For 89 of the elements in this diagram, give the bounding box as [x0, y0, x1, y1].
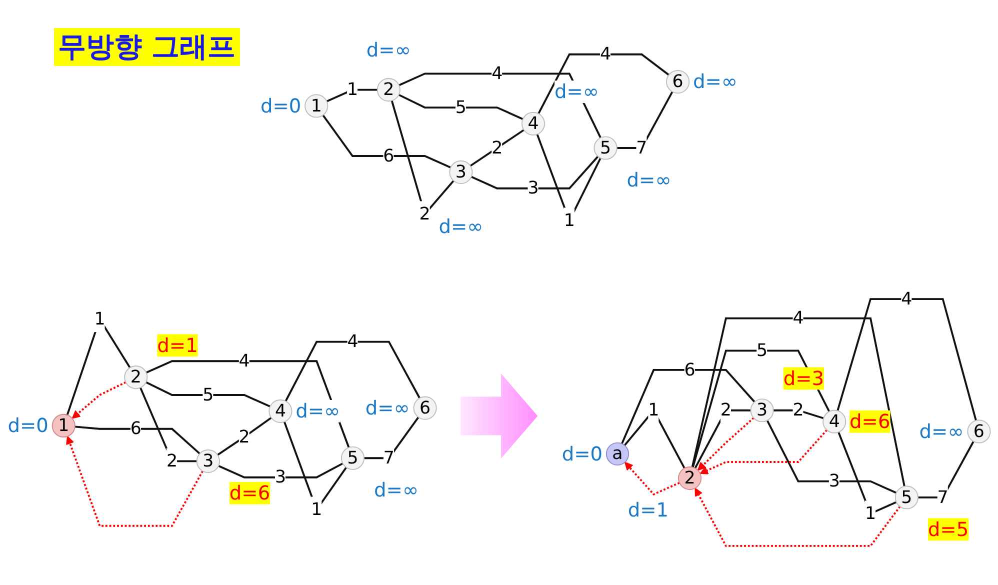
edge-label: 2 [720, 400, 732, 421]
distance-label: d=0 [260, 94, 302, 118]
edge-label: 3 [828, 471, 840, 492]
edge-label: 1 [864, 504, 876, 524]
edge-label: 3 [274, 467, 286, 488]
edge-label: 2 [492, 138, 503, 158]
distance-label: d=1 [628, 498, 669, 522]
connector [146, 382, 271, 408]
edge-label: 4 [792, 308, 804, 329]
edge-label: 6 [684, 360, 696, 380]
edge-label: 5 [455, 98, 466, 118]
distance-label: d=3 [783, 367, 824, 390]
connector [470, 156, 599, 190]
connector [218, 462, 344, 478]
node-circle: 4 [822, 410, 846, 434]
distance-label: d=∞ [693, 70, 738, 94]
distance-label: d=∞ [366, 38, 411, 62]
connector [836, 298, 977, 421]
edge-label: 3 [528, 178, 539, 199]
edge-label: 1 [311, 500, 322, 520]
distance-label: d=5 [928, 518, 969, 541]
edge-label: 4 [347, 332, 358, 352]
arrow [624, 462, 680, 496]
edge-label: 6 [383, 146, 394, 166]
edge-label: 2 [166, 451, 178, 472]
edge-label: 2 [238, 426, 250, 448]
arrow [700, 430, 828, 474]
distance-label: d=∞ [919, 420, 964, 444]
distance-label: d=1 [157, 334, 198, 357]
node-circle: 4 [521, 112, 546, 136]
connector [284, 340, 420, 402]
node-circle: a [606, 442, 630, 466]
node-circle: 5 [340, 446, 365, 470]
node-circle: 6 [413, 396, 437, 420]
edge-label: 5 [756, 340, 768, 361]
edge-label: 4 [901, 289, 912, 310]
connector [74, 426, 200, 455]
connector [146, 360, 350, 448]
edge-label: 1 [648, 400, 660, 421]
edge-label: 5 [202, 385, 214, 406]
node-circle: 1 [304, 94, 328, 118]
connector [322, 114, 452, 169]
edge-label: 4 [600, 44, 612, 65]
edge-label: 7 [636, 138, 648, 158]
arrow [66, 436, 204, 527]
node-circle: 3 [449, 160, 473, 184]
distance-label: d=∞ [438, 215, 484, 238]
distance-label: d=6 [229, 482, 270, 505]
node-circle: 5 [894, 486, 918, 510]
node-circle: 5 [594, 136, 618, 160]
edge-label: 1 [564, 210, 575, 231]
distance-label: d=∞ [554, 80, 600, 104]
connector [691, 318, 906, 487]
arrow [694, 488, 901, 548]
edge-label: 1 [346, 80, 358, 100]
node-circle: 2 [124, 366, 148, 390]
node-circle: 6 [967, 420, 991, 444]
connector [538, 54, 670, 114]
arrow [72, 382, 126, 419]
connector [621, 369, 756, 444]
connector [766, 420, 897, 494]
distance-label: d=∞ [374, 478, 419, 502]
node-circle: 6 [666, 70, 690, 94]
connector [398, 72, 602, 138]
connector [217, 417, 272, 456]
distance-label: d=0 [562, 442, 603, 466]
distance-label: d=6 [850, 410, 890, 434]
node-circle: 3 [750, 398, 774, 422]
edge-label: 4 [238, 351, 250, 372]
edge-label: 1 [94, 309, 106, 330]
connector [470, 129, 524, 167]
edge-label: 7 [937, 487, 948, 508]
node-circle: 4 [268, 400, 292, 424]
edge-label: 4 [492, 64, 503, 84]
distance-label: d=∞ [296, 400, 340, 423]
node-circle: 2 [678, 466, 702, 490]
edge-label: 6 [130, 418, 142, 440]
distance-label: d=∞ [365, 396, 410, 420]
distance-label: d=0 [8, 414, 48, 438]
edge-label: 7 [383, 448, 394, 468]
node-circle: 2 [376, 78, 400, 102]
node-circle: 1 [52, 414, 76, 438]
edge-label: 2 [419, 204, 430, 224]
node-circle: 3 [196, 450, 220, 474]
arrow [697, 417, 754, 471]
connector [398, 94, 524, 120]
edge-label: 2 [792, 400, 804, 421]
title: 무방향 그래프 [54, 28, 240, 66]
distance-label: d=∞ [626, 168, 672, 192]
